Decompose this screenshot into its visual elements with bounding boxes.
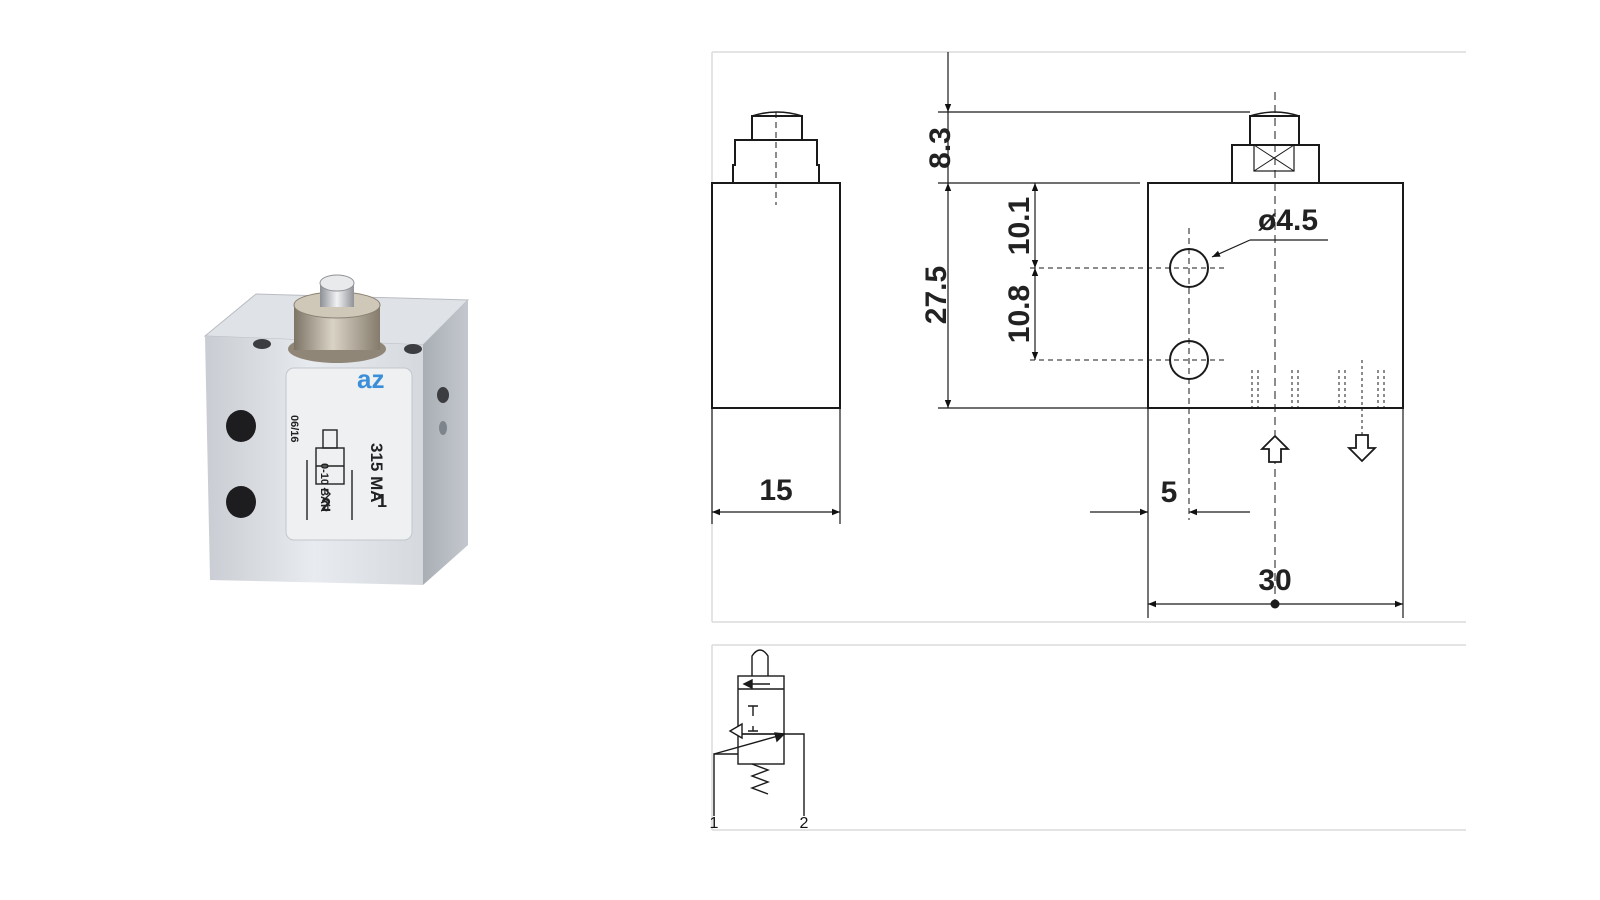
- mounting-hole-upper: [226, 410, 256, 442]
- symbol-port-1-label: 1: [710, 815, 719, 832]
- dim-side-width: 15: [759, 474, 792, 507]
- center-dot: [1270, 599, 1280, 609]
- photo-port-2-label: 2: [321, 495, 331, 515]
- mounting-hole-lower: [226, 486, 256, 518]
- dim-hole-top: 10.1: [1003, 197, 1036, 255]
- side-port-upper: [437, 387, 449, 403]
- dim-front-width: 30: [1258, 564, 1291, 597]
- photo-port-1-label: 1: [377, 491, 387, 511]
- top-port-right: [404, 344, 422, 354]
- plate-symbol: [306, 429, 353, 520]
- symbol-lower-position: [737, 733, 785, 765]
- brand-logo: az: [357, 364, 384, 394]
- plunger-tip: [319, 274, 355, 292]
- front-view: [1030, 92, 1404, 612]
- side-view: [711, 111, 841, 409]
- product-photo: az 315 MA 06/16 0-10 BAR 1 2: [203, 274, 470, 585]
- dim-hole-spacing: 10.8: [1003, 285, 1036, 343]
- pneumatic-symbol: 1 2: [710, 644, 1466, 832]
- dim-hole-offset: 5: [1161, 476, 1178, 509]
- pressure-label: 0-10 BAR: [318, 463, 330, 512]
- date-code-label: 06/16: [288, 415, 300, 443]
- symbol-plunger: [751, 649, 769, 676]
- dim-body-height: 27.5: [920, 266, 953, 324]
- label-plate: [285, 367, 413, 541]
- outlet-flow-arrow-icon: [1346, 434, 1378, 463]
- inlet-flow-arrow-icon: [1259, 434, 1291, 463]
- symbol-spring: [750, 763, 770, 795]
- model-label: 315 MA: [367, 443, 386, 503]
- side-port-lower: [439, 421, 447, 435]
- symbol-port-2-label: 2: [800, 815, 809, 832]
- top-port-left: [253, 339, 271, 349]
- valve-side-face: [423, 300, 468, 585]
- dimension-drawing: 8.3 27.5 10.1 10.8 15 5 30 ø4.5: [711, 51, 1466, 623]
- dim-hole-diameter: ø4.5: [1258, 204, 1318, 237]
- dim-stem-height: 8.3: [924, 127, 957, 169]
